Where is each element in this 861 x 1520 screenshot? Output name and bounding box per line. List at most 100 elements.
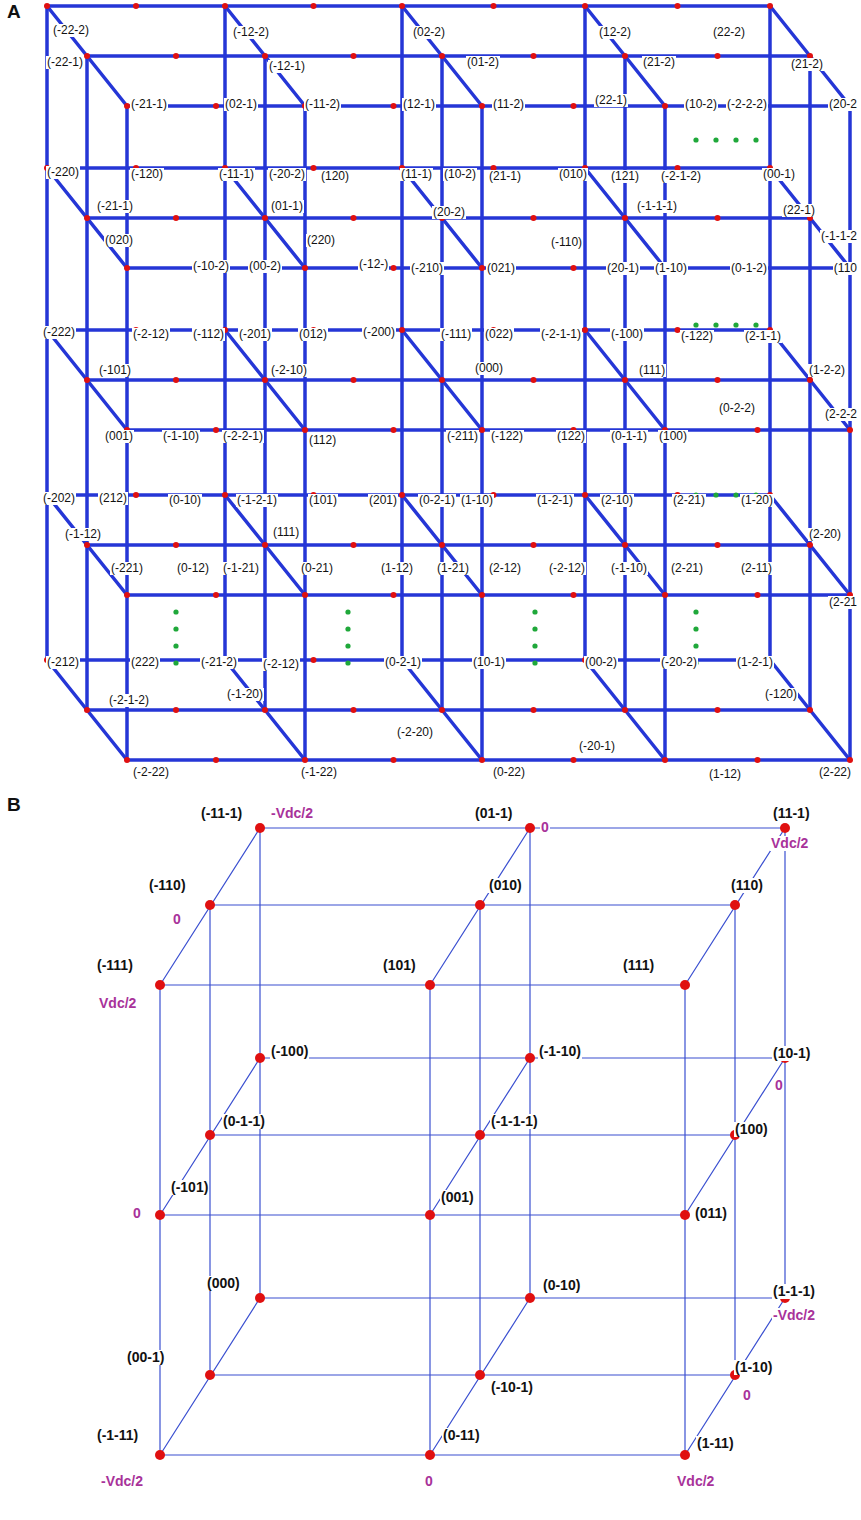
vertex-label: (-221)	[110, 562, 144, 575]
lattice-point	[525, 1053, 535, 1063]
vertex-label: (01-1)	[474, 806, 513, 821]
vertex-label: (000)	[474, 362, 504, 375]
vertex-label: (-1-21)	[222, 562, 260, 575]
lattice-point	[124, 265, 130, 271]
lattice-edge	[160, 1298, 260, 1455]
vertex-label: (0-22)	[492, 766, 526, 779]
lattice-point	[622, 377, 628, 383]
vertex-label: (-2-20)	[396, 726, 434, 739]
vertex-label: (2-20)	[808, 528, 842, 541]
lattice-point	[807, 707, 813, 713]
ellipsis-dot	[693, 626, 698, 631]
lattice-point	[622, 215, 628, 221]
ellipsis-dot	[345, 626, 350, 631]
vertex-label: (-222)	[42, 326, 76, 339]
vertex-label: (2-21)	[672, 494, 706, 507]
lattice-point	[124, 757, 130, 763]
lattice-point	[262, 707, 268, 713]
ellipsis-dot	[345, 660, 350, 665]
vertex-label: (-111)	[440, 328, 472, 341]
lattice-point	[715, 53, 721, 59]
lattice-point	[351, 377, 357, 383]
vertex-label: (-1-1-1)	[490, 1114, 539, 1129]
lattice-point	[755, 427, 761, 433]
lattice-edge	[127, 593, 850, 597]
vertex-label: (112)	[308, 434, 337, 447]
vertex-label: (-120)	[764, 688, 798, 701]
vertex-label: (100)	[734, 1122, 769, 1137]
vertex-label: (-2-2-2)	[726, 98, 768, 111]
ellipsis-dot	[693, 322, 698, 327]
lattice-edge	[402, 495, 482, 595]
lattice-edge	[160, 1214, 685, 1215]
vertex-label: (022)	[484, 328, 514, 341]
lattice-edge	[210, 904, 735, 905]
lattice-edge	[402, 660, 482, 760]
voltage-label: Vdc/2	[676, 1474, 715, 1489]
vertex-label: (1-20)	[740, 494, 774, 507]
lattice-point	[439, 707, 445, 713]
lattice-edge	[47, 168, 127, 268]
lattice-point	[525, 823, 535, 833]
ellipsis-dot	[532, 660, 537, 665]
vertex-label: (1-11)	[696, 1436, 735, 1451]
voltage-label: -Vdc/2	[270, 806, 314, 821]
vertex-label: (1-12)	[380, 562, 414, 575]
vertex-label: (21-2)	[790, 58, 824, 71]
lattice-point	[391, 103, 397, 109]
vertex-label: (-1-10)	[538, 1044, 582, 1059]
vertex-label: (00-2)	[248, 260, 282, 273]
vertex-label: (-110)	[550, 236, 583, 249]
vertex-label: (111)	[638, 364, 666, 377]
lattice-edge	[87, 543, 810, 547]
vertex-label: (0-1-1)	[222, 1114, 266, 1129]
vertex-label: (-101)	[98, 364, 132, 377]
vertex-label: (011)	[694, 1206, 728, 1221]
vertex-label: (-101)	[170, 1180, 209, 1195]
lattice-point	[475, 1130, 485, 1140]
vertex-label: (-2-1-2)	[660, 170, 702, 183]
lattice-edge	[87, 54, 810, 58]
vertex-label: (-202)	[42, 492, 76, 505]
lattice-edge	[160, 984, 685, 985]
lattice-point	[755, 592, 761, 598]
lattice-point	[582, 3, 588, 9]
vertex-label: (1-21)	[436, 562, 470, 575]
lattice-point	[255, 1053, 265, 1063]
ellipsis-dot	[713, 137, 718, 142]
vertex-label: (-21-2)	[200, 656, 238, 669]
voltage-label: -Vdc/2	[772, 1308, 816, 1323]
lattice-point	[439, 542, 445, 548]
lattice-edge	[770, 495, 850, 595]
lattice-point	[662, 592, 668, 598]
vertex-label: (-2-12)	[132, 328, 170, 341]
ellipsis-dot	[753, 322, 758, 327]
vertex-label: (20-1)	[606, 262, 640, 275]
lattice-point	[205, 1130, 215, 1140]
vertex-label: (0-2-1)	[384, 656, 422, 669]
lattice-edge	[47, 330, 127, 430]
lattice-point	[479, 757, 485, 763]
lattice-point	[262, 377, 268, 383]
vertex-label: (111)	[272, 526, 300, 539]
vertex-label: (-1-11)	[96, 1428, 139, 1443]
vertex-label: (22-1)	[782, 204, 816, 217]
ellipsis-dot	[733, 322, 738, 327]
lattice-point	[531, 53, 537, 59]
vertex-label: (111)	[622, 958, 655, 973]
lattice-point	[475, 900, 485, 910]
vertex-label: (212)	[98, 492, 128, 505]
vertex-label: (22-1)	[594, 94, 628, 107]
ellipsis-dot	[345, 643, 350, 648]
vertex-label: (220)	[306, 234, 336, 247]
lattice-point	[205, 900, 215, 910]
lattice-edge	[87, 378, 810, 382]
lattice-point	[173, 542, 179, 548]
ellipsis-dot	[173, 643, 178, 648]
voltage-label: 0	[172, 912, 182, 927]
vertex-label: (-2-22)	[132, 766, 170, 779]
lattice-point	[84, 542, 90, 548]
vertex-label: (-111)	[96, 958, 134, 973]
lattice-point	[622, 707, 628, 713]
